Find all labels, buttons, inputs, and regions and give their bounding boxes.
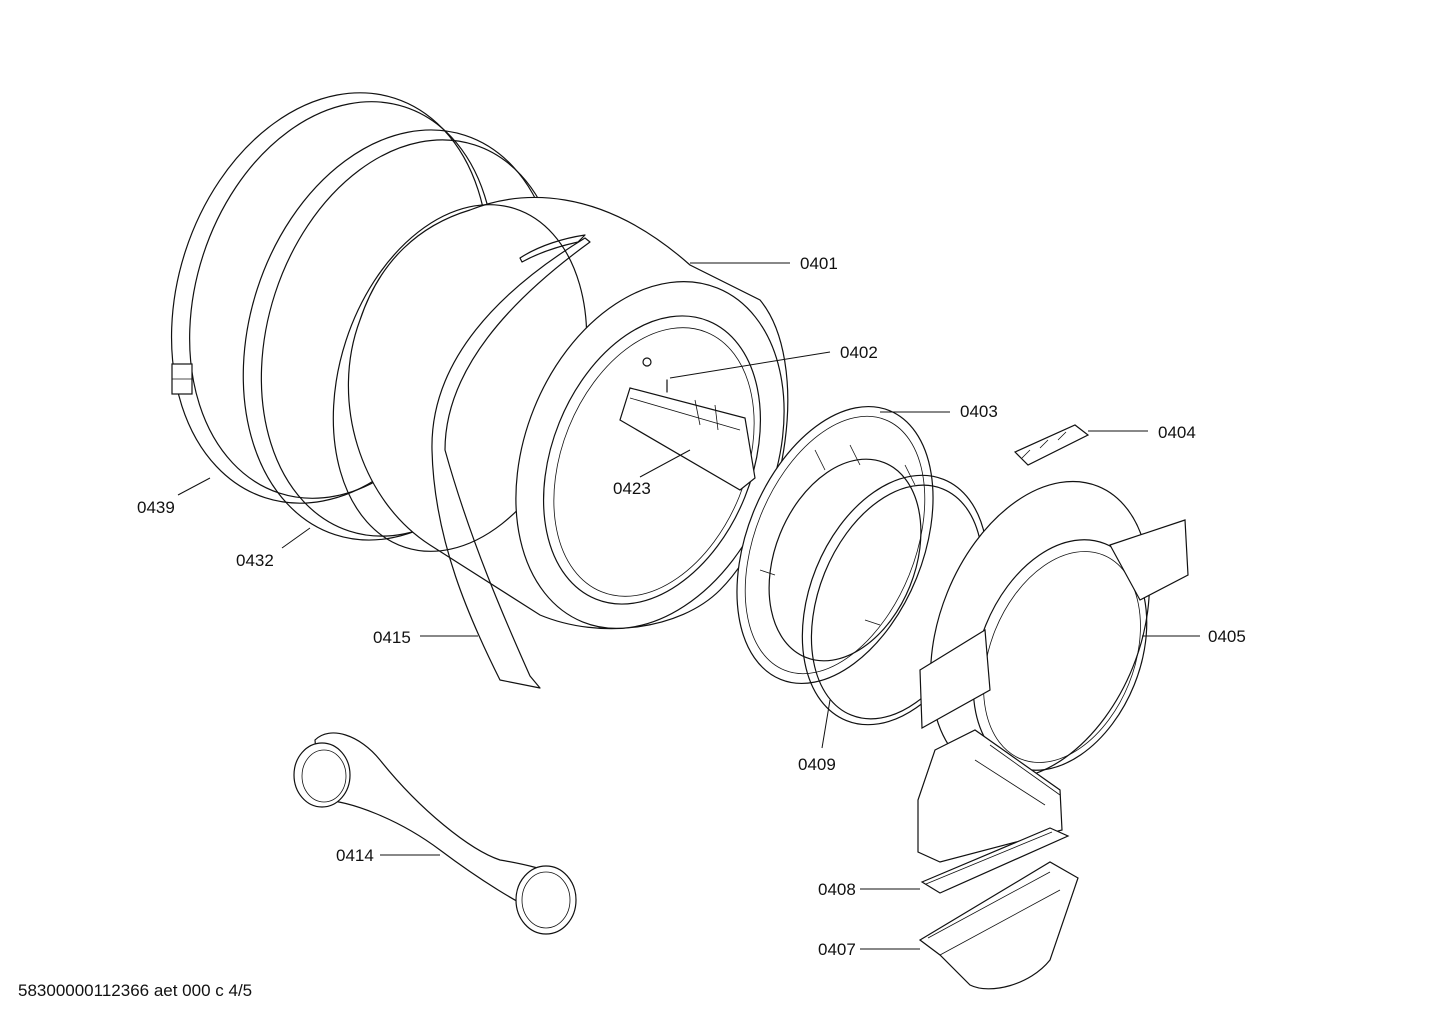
label-0407: 0407 — [818, 940, 856, 959]
label-0432: 0432 — [236, 551, 274, 570]
screw-0402 — [642, 357, 652, 367]
air-duct-outlet — [515, 865, 577, 935]
label-0402: 0402 — [840, 343, 878, 362]
drum-lifter-0423 — [619, 387, 756, 491]
label-0401: 0401 — [800, 254, 838, 273]
front-panel-bracket-left — [919, 628, 991, 730]
bearing-plate-collar — [768, 458, 922, 662]
label-0439: 0439 — [137, 498, 175, 517]
label-0415: 0415 — [373, 628, 411, 647]
label-0409: 0409 — [798, 755, 836, 774]
label-0404: 0404 — [1158, 423, 1196, 442]
drawing-reference-footer: 58300000112366 aet 000 c 4/5 — [18, 981, 253, 1000]
label-0408: 0408 — [818, 880, 856, 899]
part-labels: 0401 0402 0403 0404 0405 0407 0408 0409 … — [137, 254, 1246, 959]
front-panel-duct — [917, 729, 1063, 863]
drum-front-opening — [542, 315, 762, 605]
front-panel-bracket-right — [1109, 519, 1189, 601]
label-0405: 0405 — [1208, 627, 1246, 646]
front-panel-assembly — [917, 480, 1189, 863]
filter-clip-0404 — [1013, 424, 1090, 466]
drum-front-opening-inner — [553, 327, 755, 597]
leader-lines — [177, 262, 1200, 950]
label-0403: 0403 — [960, 402, 998, 421]
air-duct-0414 — [293, 732, 577, 935]
bearing-plate-0403 — [736, 405, 934, 685]
filter-housing-0407 — [918, 861, 1079, 990]
bearing-plate-assembly — [736, 405, 934, 685]
drum-slot — [519, 234, 586, 263]
sealing-strip-0415 — [431, 237, 591, 689]
label-0414: 0414 — [336, 846, 374, 865]
filter-0408 — [920, 827, 1070, 894]
label-0423: 0423 — [613, 479, 651, 498]
drum-assembly — [170, 92, 789, 630]
air-duct-inlet — [293, 742, 351, 808]
